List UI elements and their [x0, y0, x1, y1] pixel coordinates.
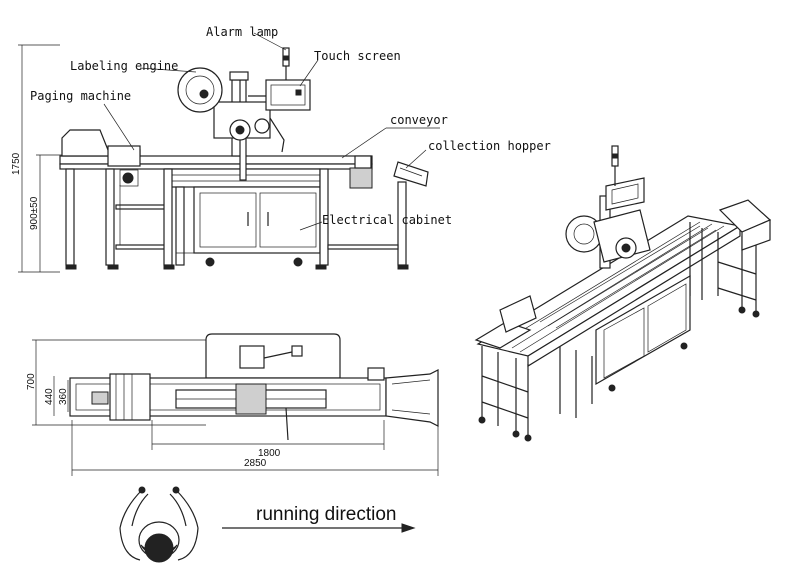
- front-view: [18, 32, 440, 273]
- label-conveyor: conveyor: [390, 113, 448, 127]
- isometric-view: [474, 145, 772, 442]
- label-paging-machine: Paging machine: [30, 89, 131, 103]
- top-view: [32, 333, 439, 476]
- label-electrical-cabinet: Electrical cabinet: [322, 213, 452, 227]
- label-labeling-engine: Labeling engine: [70, 59, 178, 73]
- operator-figure: [119, 486, 199, 563]
- label-collection-hopper: collection hopper: [428, 139, 551, 153]
- label-alarm-lamp: Alarm lamp: [206, 25, 278, 39]
- dim-width-360: 360: [58, 388, 69, 405]
- dim-table-height: 900±50: [29, 196, 40, 230]
- label-touch-screen: Touch screen: [314, 49, 401, 63]
- dim-length-2850: 2850: [244, 458, 267, 469]
- dim-width-700: 700: [26, 373, 37, 390]
- dim-overall-height: 1750: [11, 152, 22, 175]
- dim-length-1800: 1800: [258, 448, 281, 459]
- running-direction-arrow: [222, 523, 416, 533]
- dim-width-440: 440: [44, 388, 55, 405]
- running-direction-label: running direction: [256, 504, 396, 525]
